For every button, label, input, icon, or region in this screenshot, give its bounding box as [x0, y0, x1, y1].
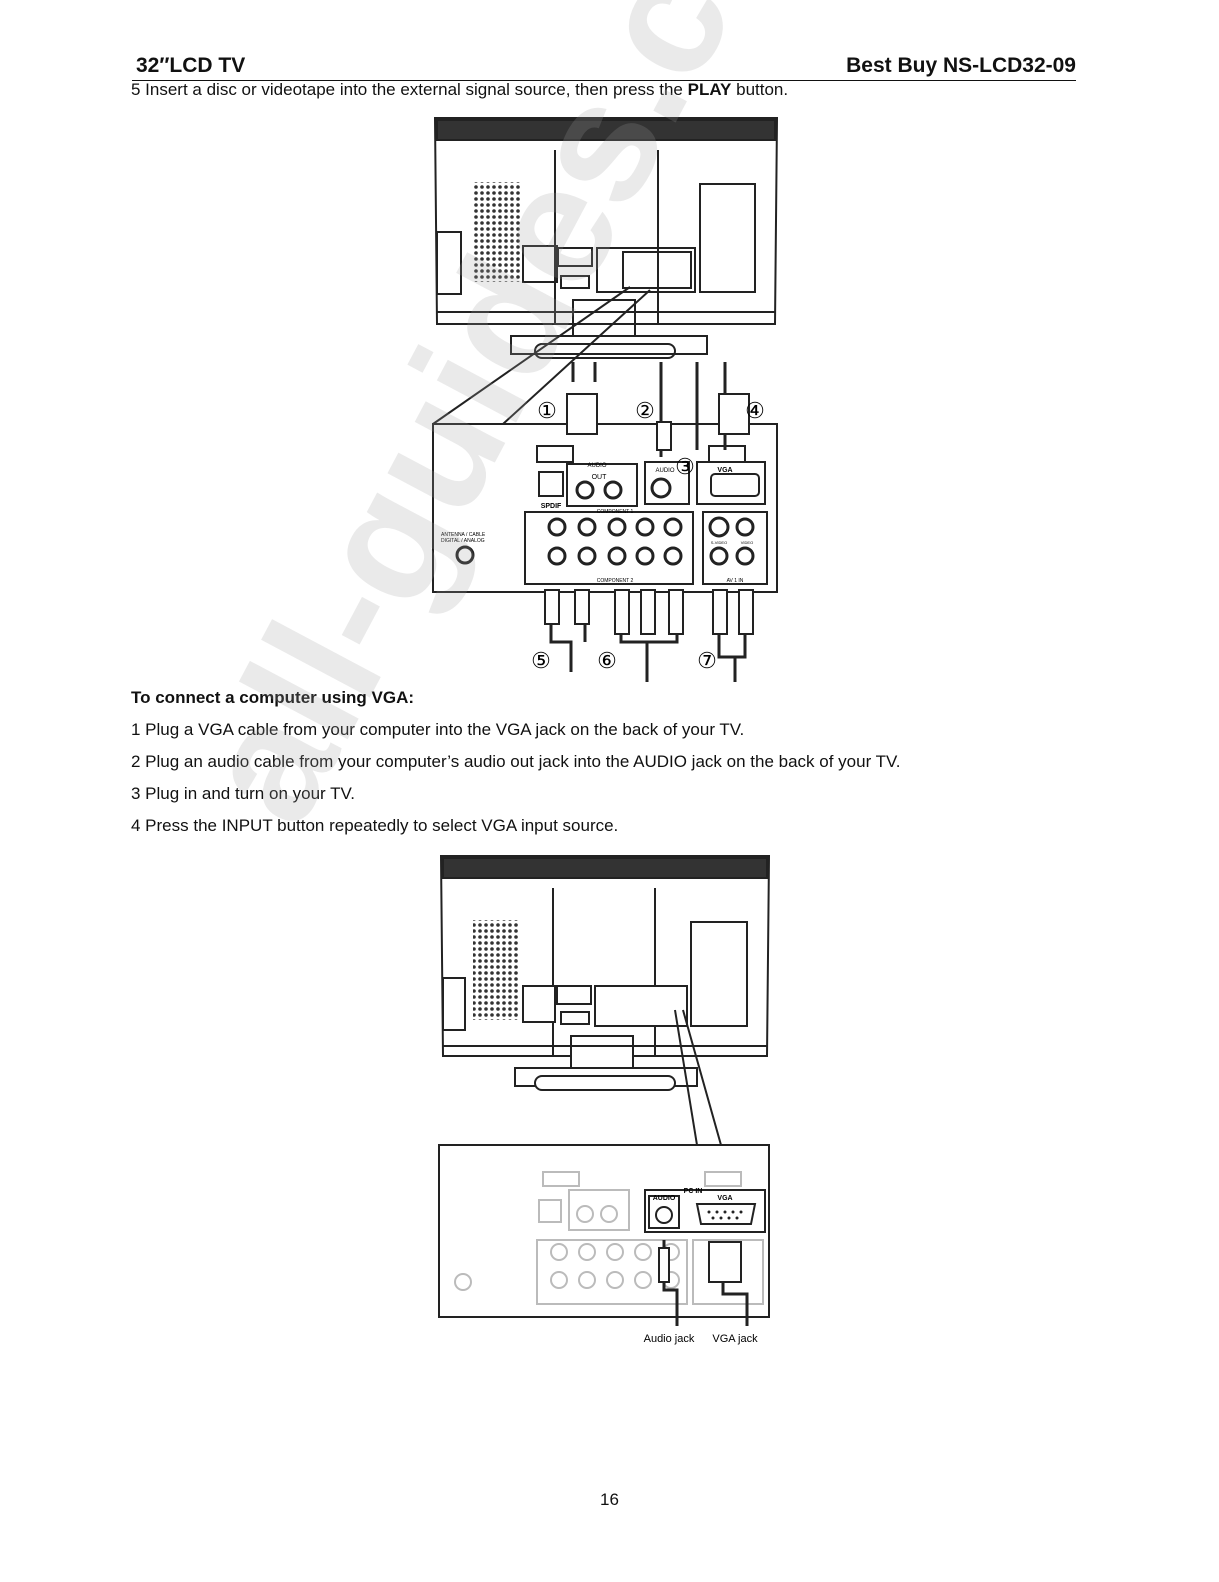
label-svideo: S-VIDEO [711, 540, 727, 545]
step-5-suffix: button. [731, 80, 789, 99]
vga-step-4: 4 Press the INPUT button repeatedly to s… [131, 816, 619, 835]
page-header: 32″LCD TV Best Buy NS-LCD32-09 [132, 54, 1076, 81]
vga-step-3: 3 Plug in and turn on your TV. [131, 784, 355, 803]
label-antenna: ANTENNA / CABLE [441, 532, 486, 538]
step-5-play: PLAY [687, 80, 732, 99]
step-5: 5 Insert a disc or videotape into the ex… [131, 80, 788, 100]
callout-1: ① [537, 398, 557, 423]
callout-7: ⑦ [697, 648, 717, 673]
vga-connection-diagram: PC IN AUDIO VGA Audio jack VGA jack [438, 855, 771, 1345]
page-number: 16 [600, 1490, 619, 1509]
label-audio-out: AUDIO [587, 463, 606, 469]
tv-back-1 [433, 117, 779, 359]
tv-back-2 [439, 855, 771, 1091]
label-component-2: COMPONENT 2 [597, 578, 634, 584]
label-audio-in: AUDIO [655, 468, 674, 474]
vga-step-2: 2 Plug an audio cable from your computer… [131, 752, 901, 771]
label-av1-in: AV 1 IN [727, 578, 744, 584]
label-component-1: COMPONENT 1 [597, 509, 634, 515]
label-audio-jack: Audio jack [644, 1333, 695, 1345]
label-video: VIDEO [741, 540, 753, 545]
label-vga: VGA [717, 467, 732, 474]
callout-2: ② [635, 398, 655, 423]
label-vga-2: VGA [717, 1195, 732, 1202]
label-out: OUT [592, 474, 608, 481]
callout-5: ⑤ [531, 648, 551, 673]
label-audio-2: AUDIO [653, 1195, 676, 1202]
vga-step-1: 1 Plug a VGA cable from your computer in… [131, 720, 745, 739]
callout-4: ④ [745, 398, 765, 423]
header-product: 32″LCD TV [136, 54, 246, 77]
label-pc-in: PC IN [684, 1188, 703, 1195]
label-vga-jack: VGA jack [712, 1333, 758, 1345]
label-antenna-2: DIGITAL / ANALOG [441, 538, 485, 544]
section-heading: To connect a computer using VGA: [131, 688, 415, 707]
callout-3: ③ [675, 454, 695, 479]
header-model: Best Buy NS-LCD32-09 [846, 54, 1076, 77]
label-spdif: SPDIF [541, 503, 562, 510]
av-connection-diagram: AUDIO OUT SPDIF VGA AUDIO COMPONENT 1 CO… [432, 117, 779, 682]
step-5-text: 5 Insert a disc or videotape into the ex… [131, 80, 688, 99]
callout-6: ⑥ [597, 648, 617, 673]
